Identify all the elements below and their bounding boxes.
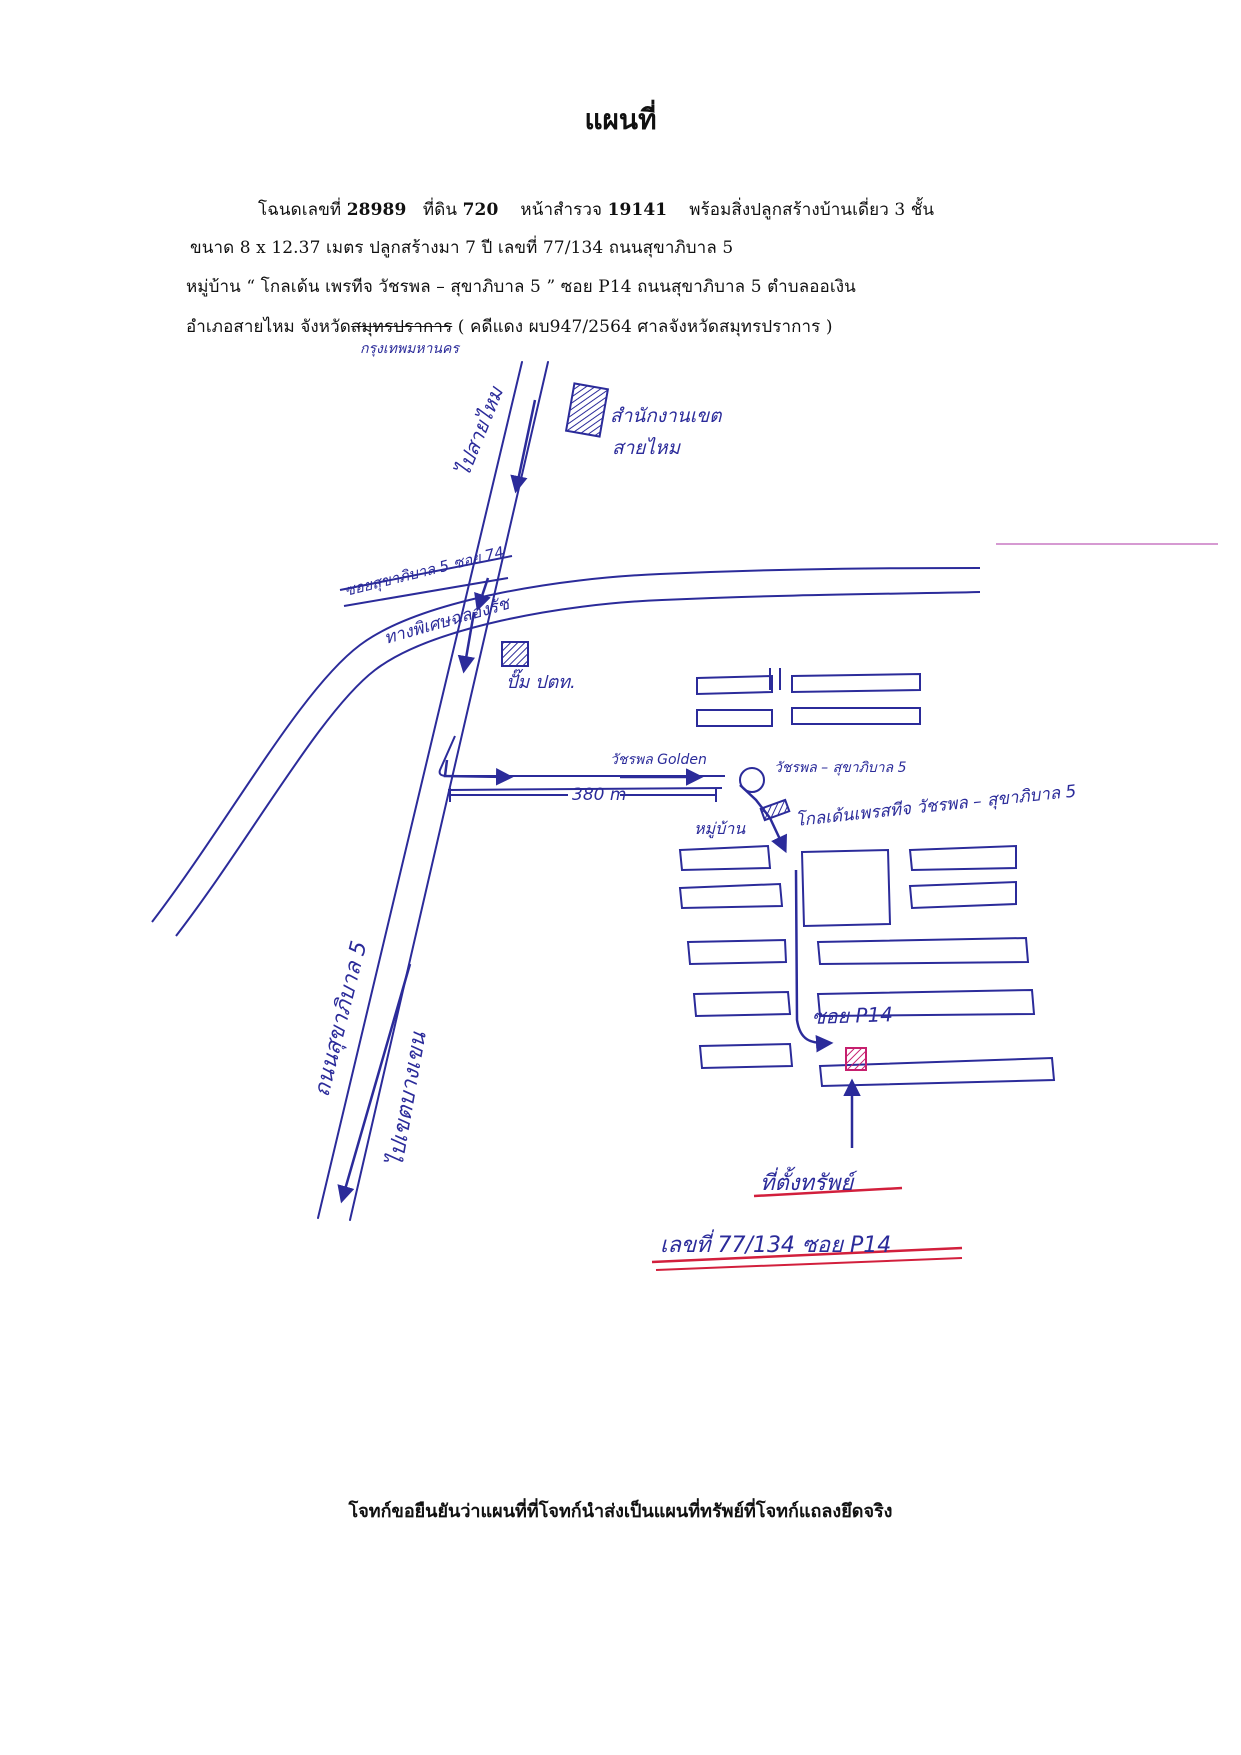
label-village: หมู่บ้าน — [694, 819, 746, 839]
label-village-name: วัชรพล Golden — [610, 752, 707, 768]
land-label: ที่ดิน — [422, 200, 458, 220]
header-line-1: โฉนดเลขที่ 28989 ที่ดิน 720 หน้าสำรวจ 19… — [258, 196, 934, 223]
footer-statement: โจทก์ขอยืนยันว่าแผนที่ที่โจทก์นำส่งเป็นแ… — [348, 1501, 893, 1522]
land-number: 720 — [462, 200, 499, 220]
deed-number: 28989 — [346, 200, 407, 220]
gas-station-marker — [501, 641, 529, 667]
header-line-3: หมู่บ้าน “ โกลเด้น เพรทีจ วัชรพล – สุขาภ… — [186, 277, 856, 297]
district-province: อำเภอสายไหม จังหวัด — [186, 317, 351, 337]
expressway-lines — [151, 567, 981, 937]
label-village-road: วัชรพล – สุขาภิบาล 5 — [774, 760, 907, 776]
main-road-lines — [317, 361, 549, 1221]
office-building-marker — [564, 382, 610, 438]
page-title: แผนที่ — [584, 103, 657, 136]
address-underline-2 — [655, 1257, 963, 1271]
label-office-2: สายไหม — [612, 436, 681, 459]
label-address: เลขที่ 77/134 ซอย P14 — [660, 1229, 891, 1258]
village-gate-marker — [759, 798, 791, 822]
label-property: ที่ตั้งทรัพย์ — [760, 1166, 858, 1196]
distance-dimension — [449, 788, 717, 802]
address-underline-1 — [651, 1246, 963, 1264]
header-line-2: ขนาด 8 x 12.37 เมตร ปลูกสร้างมา 7 ปี เลข… — [190, 238, 734, 258]
label-main-road: ถนนสุขาภิบาล 5 — [310, 939, 373, 1100]
header-line-4: อำเภอสายไหม จังหวัดสมุทรปราการ ( คดีแดง … — [186, 313, 833, 340]
side-road-lower-line — [447, 787, 723, 791]
soi-74-lines — [339, 555, 513, 607]
landmark-markers — [501, 382, 867, 1071]
label-office: สำนักงานเขต — [610, 405, 723, 427]
survey-label: หน้าสำรวจ — [520, 200, 603, 220]
survey-number: 19141 — [607, 200, 668, 220]
deed-label: โฉนดเลขที่ — [258, 200, 342, 220]
label-village-sign: โกลเด้นเพรสทีจ วัชรพล – สุขาภิบาล 5 — [794, 781, 1077, 831]
property-underline — [753, 1186, 903, 1198]
label-distance: 380 m — [572, 785, 626, 805]
village-blocks — [678, 668, 1056, 1088]
struck-province: สมุทรปราการ — [350, 317, 453, 337]
label-soi-p14: ซอย P14 — [811, 1002, 893, 1029]
roundabout-marker — [739, 767, 765, 793]
label-to-saimai: ไปสายไหม — [450, 382, 508, 480]
label-gas-station: ปั๊ม ปตท. — [506, 668, 576, 693]
building-description: พร้อมสิ่งปลูกสร้างบ้านเดี่ยว 3 ชั้น — [689, 200, 935, 220]
label-correction: กรุงเทพมหานคร — [360, 341, 460, 357]
case-court: ( คดีแดง ผบ947/2564 ศาลจังหวัดสมุทรปรากา… — [452, 317, 833, 337]
property-marker — [845, 1047, 867, 1071]
